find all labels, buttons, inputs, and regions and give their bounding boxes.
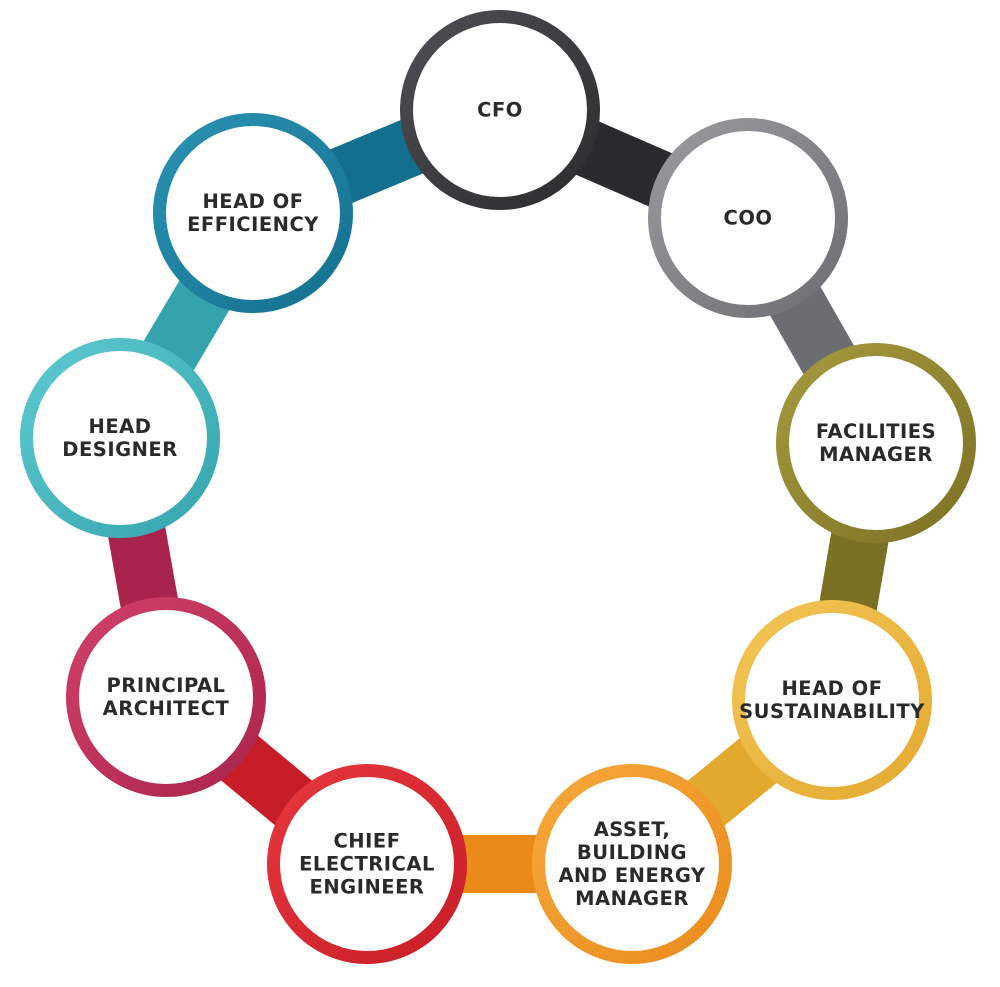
node-face (79, 610, 253, 784)
node-label: AND ENERGY (558, 864, 705, 887)
node-label: SUSTAINABILITY (739, 700, 925, 723)
node-face (745, 613, 919, 787)
node-label: CHIEF (333, 830, 400, 853)
node-face (280, 777, 454, 951)
node-label: ASSET, (594, 818, 671, 841)
node-cfo: CFO (400, 10, 600, 210)
node-label: ARCHITECT (103, 697, 230, 720)
node-face (661, 131, 835, 305)
node-label: EFFICIENCY (187, 213, 319, 236)
node-label: CFO (477, 99, 523, 122)
node-label: BUILDING (577, 841, 687, 864)
node-face (33, 351, 207, 525)
node-label: DESIGNER (62, 438, 177, 461)
node-label: MANAGER (575, 887, 689, 910)
node-label: COO (724, 207, 773, 230)
node-label: HEAD (89, 415, 152, 438)
node-label: ENGINEER (310, 876, 425, 899)
node-label: FACILITIES (816, 420, 936, 443)
node-coo: COO (648, 118, 848, 318)
node-label: MANAGER (819, 443, 933, 466)
node-face (789, 356, 963, 530)
node-label: HEAD OF (202, 190, 303, 213)
node-face (166, 126, 340, 300)
node-face (413, 23, 587, 197)
node-label: HEAD OF (781, 677, 882, 700)
node-label: ELECTRICAL (299, 853, 435, 876)
node-label: PRINCIPAL (107, 674, 226, 697)
node-face (545, 777, 719, 951)
